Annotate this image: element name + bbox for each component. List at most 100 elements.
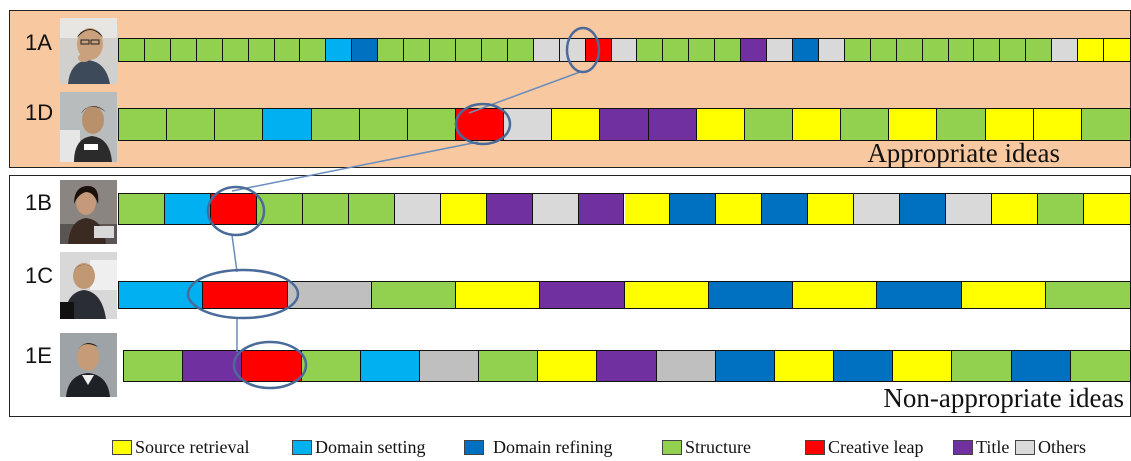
segment-source-retrieval	[808, 194, 855, 224]
segment-others	[287, 282, 372, 308]
segment-structure	[1045, 282, 1130, 308]
segment-structure	[481, 39, 508, 61]
segment-title	[741, 39, 768, 61]
segment-structure	[170, 39, 197, 61]
segment-domain-refining	[708, 282, 793, 308]
legend-item-domain-setting: Domain setting	[292, 437, 426, 458]
segment-domain-setting	[119, 282, 204, 308]
segment-structure	[301, 351, 361, 381]
appropriate-ideas-panel: Appropriate ideas	[9, 10, 1131, 168]
segment-others	[394, 194, 441, 224]
participant-1a-photo	[60, 18, 117, 84]
segment-creative-leap	[210, 194, 257, 224]
participant-1e-photo	[60, 333, 117, 397]
segment-structure	[744, 109, 793, 140]
row-label-1b: 1B	[25, 190, 52, 215]
segment-structure	[144, 39, 171, 61]
segment-source-retrieval	[538, 351, 598, 381]
legend-label: Structure	[685, 437, 751, 457]
segment-domain-setting	[360, 351, 420, 381]
legend: Source retrieval Domain setting Domain r…	[0, 435, 1131, 461]
segment-structure	[124, 351, 184, 381]
segment-structure	[167, 109, 216, 140]
segment-source-retrieval	[456, 282, 541, 308]
segment-others	[611, 39, 638, 61]
legend-label: Source retrieval	[135, 437, 250, 457]
segment-source-retrieval	[1033, 109, 1082, 140]
segment-structure	[119, 194, 165, 224]
segment-source-retrieval	[716, 194, 763, 224]
segment-others	[532, 194, 579, 224]
segment-domain-refining	[877, 282, 962, 308]
segment-structure	[359, 109, 408, 140]
segment-domain-refining	[900, 194, 947, 224]
segment-structure	[1038, 194, 1085, 224]
segment-structure	[507, 39, 534, 61]
segment-domain-refining	[715, 351, 775, 381]
segment-domain-refining	[670, 194, 717, 224]
segment-structure	[974, 39, 1001, 61]
legend-item-title: Title	[953, 437, 1009, 458]
segment-source-retrieval	[889, 109, 938, 140]
segment-structure	[222, 39, 249, 61]
legend-swatch-domain-refining	[464, 440, 484, 455]
segment-source-retrieval	[992, 194, 1039, 224]
segment-others	[946, 194, 993, 224]
segment-source-retrieval	[1104, 39, 1130, 61]
legend-label: Domain refining	[493, 437, 613, 457]
segment-domain-setting	[326, 39, 353, 61]
segment-source-retrieval	[985, 109, 1034, 140]
segment-domain-refining	[1011, 351, 1071, 381]
segment-title	[486, 194, 533, 224]
segment-structure	[663, 39, 690, 61]
segment-structure	[256, 194, 303, 224]
segment-others	[419, 351, 480, 381]
participant-1d-photo	[60, 92, 117, 162]
segment-structure	[1026, 39, 1053, 61]
segment-domain-refining	[352, 39, 379, 61]
row-1a-timeline	[118, 38, 1131, 62]
segment-source-retrieval	[793, 282, 878, 308]
segment-structure	[248, 39, 275, 61]
segment-source-retrieval	[440, 194, 487, 224]
segment-structure	[1081, 109, 1130, 140]
row-label-1e: 1E	[25, 343, 52, 368]
legend-item-creative-leap: Creative leap	[805, 437, 923, 458]
segment-source-retrieval	[624, 194, 671, 224]
segment-structure	[311, 109, 360, 140]
segment-source-retrieval	[893, 351, 953, 381]
segment-structure	[300, 39, 327, 61]
segment-source-retrieval	[1084, 194, 1130, 224]
segment-source-retrieval	[624, 282, 709, 308]
row-1e-timeline	[123, 350, 1131, 382]
segment-source-retrieval	[696, 109, 745, 140]
segment-structure	[689, 39, 716, 61]
legend-item-structure: Structure	[662, 437, 751, 458]
segment-source-retrieval	[961, 282, 1046, 308]
legend-swatch-domain-setting	[292, 440, 312, 455]
legend-swatch-creative-leap	[805, 440, 825, 455]
segment-structure	[479, 351, 539, 381]
segment-structure	[456, 39, 482, 61]
row-1b-timeline	[118, 193, 1131, 225]
segment-structure	[378, 39, 405, 61]
legend-swatch-title	[953, 440, 973, 455]
legend-item-others: Others	[1015, 437, 1086, 458]
row-label-1a: 1A	[25, 30, 52, 55]
segment-others	[656, 351, 716, 381]
participant-1b-photo	[60, 180, 117, 244]
segment-domain-setting	[164, 194, 211, 224]
segment-domain-refining	[762, 194, 809, 224]
segment-structure	[715, 39, 742, 61]
segment-source-retrieval	[552, 109, 601, 140]
non-appropriate-ideas-caption: Non-appropriate ideas	[883, 383, 1124, 413]
legend-label: Creative leap	[828, 437, 924, 457]
legend-swatch-source-retrieval	[112, 440, 132, 455]
segment-domain-refining	[834, 351, 894, 381]
legend-label: Title	[976, 437, 1010, 457]
legend-label: Domain setting	[315, 437, 426, 457]
segment-structure	[430, 39, 456, 61]
segment-structure	[896, 39, 923, 61]
segment-structure	[274, 39, 301, 61]
segment-structure	[407, 109, 456, 140]
